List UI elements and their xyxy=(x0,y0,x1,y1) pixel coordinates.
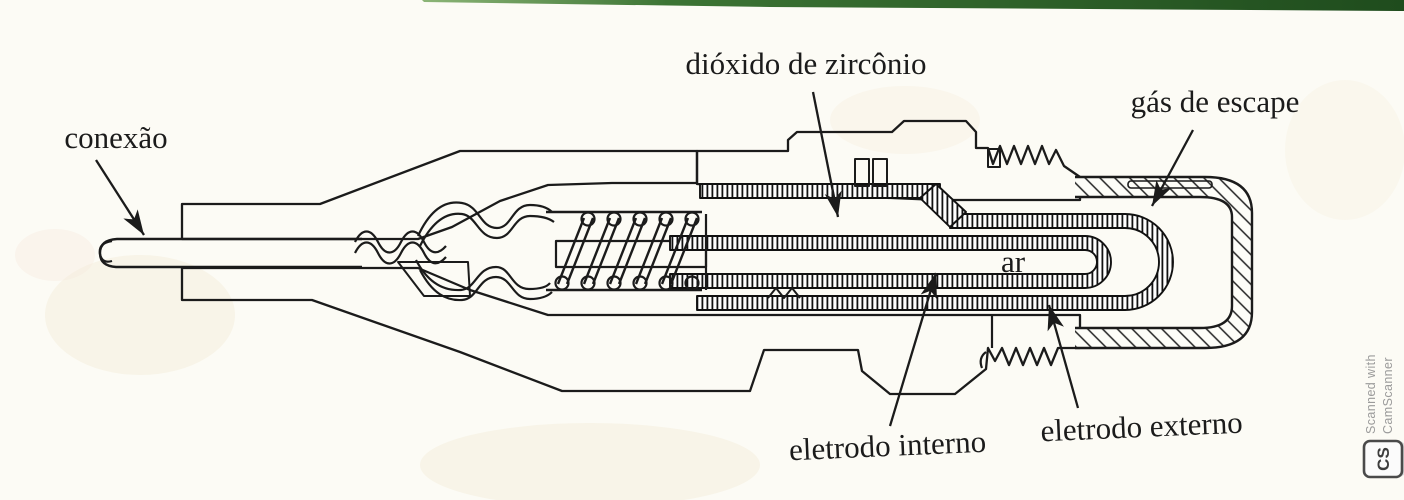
leader-eletrodo-externo xyxy=(1047,304,1080,409)
camscanner-logo-text: CS xyxy=(1374,447,1393,471)
label-gas-de-escape: gás de escape xyxy=(1131,84,1300,119)
leader-eletrodo-interno xyxy=(888,272,938,427)
sensor-drawing xyxy=(98,119,1254,396)
leader-gas-escape xyxy=(1150,129,1195,207)
internal-electrode-layer xyxy=(669,235,1112,289)
paper-texture xyxy=(15,80,1404,500)
label-conexao: conexão xyxy=(64,120,167,155)
label-eletrodo-interno: eletrodo interno xyxy=(788,424,986,468)
inner-shell-s-bends xyxy=(415,201,555,302)
crimp-sleeve xyxy=(354,230,471,297)
label-ar: ar xyxy=(1001,244,1026,279)
leader-lines xyxy=(95,91,1195,427)
cable-tip-curl xyxy=(98,239,113,263)
leader-dioxido xyxy=(811,91,842,218)
housing-hex-upper xyxy=(695,119,1082,202)
connection-cable xyxy=(98,237,362,269)
spring xyxy=(546,210,708,292)
external-electrode-layer xyxy=(696,213,1174,311)
watermark-line1: Scanned with xyxy=(1364,354,1378,434)
book-edge-strip xyxy=(422,0,1404,11)
housing-boot-upper xyxy=(180,149,699,241)
label-eletrodo-externo: eletrodo externo xyxy=(1040,405,1244,449)
watermark-line2: CamScanner xyxy=(1381,357,1395,434)
label-dioxido-de-zirconio: dióxido de zircônio xyxy=(685,46,926,81)
electrode-strip-left xyxy=(699,183,967,228)
leader-conexao xyxy=(95,159,145,236)
camscanner-logo: CS xyxy=(1362,439,1404,479)
camscanner-watermark: Scanned with CamScanner CS xyxy=(1362,354,1404,479)
misc-details xyxy=(767,148,1001,369)
